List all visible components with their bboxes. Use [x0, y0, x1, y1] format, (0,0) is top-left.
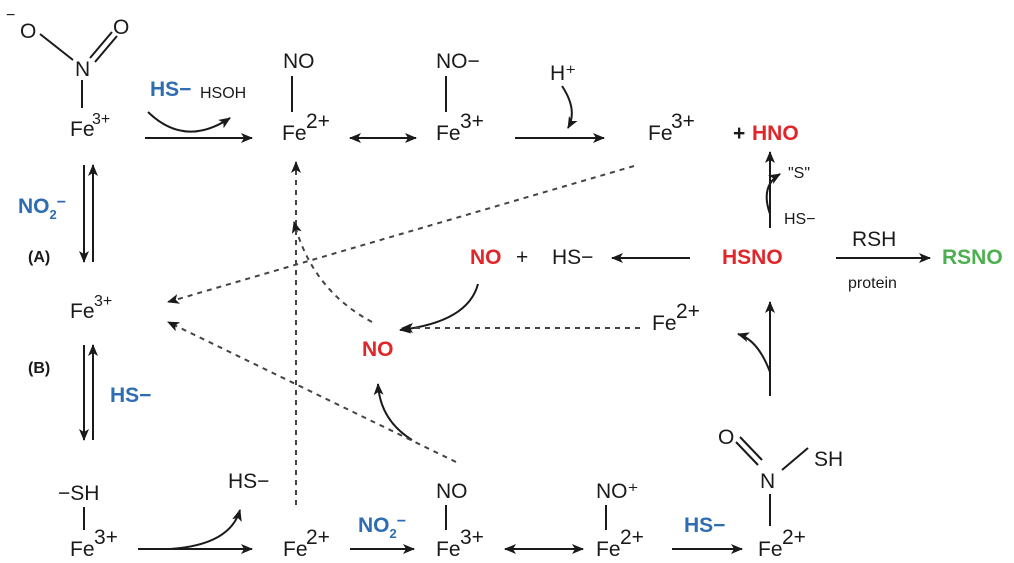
- plus-mid: +: [516, 246, 528, 269]
- curved-arrow-s: [765, 173, 781, 215]
- sh-thionitrite: SH: [814, 448, 843, 471]
- rsno: RSNO: [942, 246, 1003, 269]
- no-minus-top: NO−: [436, 50, 480, 73]
- hsno: HSNO: [722, 246, 783, 269]
- plus-hno: +: [733, 122, 745, 145]
- fe-right-mid-charge: 2+: [676, 300, 700, 323]
- fe2-no-top: NO Fe 2+: [282, 50, 330, 145]
- fe-bottom-4: Fe: [596, 538, 621, 561]
- bond-n-o-double-2: [94, 35, 118, 63]
- fe-top-3-charge: 3+: [460, 110, 484, 133]
- curved-arrow-fe2-release: [737, 332, 771, 373]
- curved-arrow-hs-hsoh: [147, 111, 231, 133]
- fe-top-left-charge: 3+: [92, 111, 110, 128]
- dashed-hno-to-fe3: [167, 165, 635, 304]
- fe-bottom-3: Fe: [436, 538, 461, 561]
- label-a: (A): [28, 249, 50, 266]
- h-plus: H⁺: [550, 62, 576, 85]
- sh-bottom-left: −SH: [58, 482, 99, 505]
- fe-top-3: Fe: [436, 122, 461, 145]
- no-top-fe2: NO: [283, 50, 315, 73]
- curved-arrow-hs-leave: [169, 509, 242, 550]
- fe-bottom-left-charge: 3+: [94, 526, 118, 549]
- fe-hno-charge: 3+: [671, 110, 695, 133]
- s-radical: "S": [788, 165, 810, 182]
- hs-reagent-bottom: HS−: [684, 514, 725, 537]
- fe3-no-minus-top: NO− Fe 3+: [436, 50, 484, 145]
- fe3-sh-complex: −SH Fe 3+: [58, 482, 118, 561]
- fe-top-left: Fe: [70, 118, 95, 141]
- hs-minus-bottom: HS−: [228, 470, 269, 493]
- nitrite-reagent-a: NO2−: [18, 194, 66, 222]
- no-mid: NO: [470, 246, 502, 269]
- fe-bottom-2-charge: 2+: [306, 526, 330, 549]
- protein-label: protein: [848, 275, 897, 292]
- hs-minus-mid: HS−: [552, 246, 593, 269]
- fe-bottom-5-charge: 2+: [782, 526, 806, 549]
- fe-center: Fe: [70, 300, 95, 323]
- hs-reagent-top: HS−: [150, 78, 191, 101]
- nitrite-n: N: [75, 58, 90, 81]
- fe-top-2-charge: 2+: [306, 110, 330, 133]
- bond-o-n-1: [735, 441, 759, 466]
- nitrite-o-left: O: [20, 20, 36, 43]
- o-thionitrite: O: [718, 426, 734, 449]
- fe2-no-plus-bottom: NO⁺ Fe 2+: [596, 480, 644, 561]
- no-bottom-fe3: NO: [436, 480, 468, 503]
- bond-n-o-double-1: [89, 31, 113, 59]
- hno: HNO: [752, 122, 799, 145]
- fe-bottom-3-charge: 3+: [460, 526, 484, 549]
- bond-o-n-2: [739, 436, 763, 461]
- nitrite-reagent-bottom: NO2−: [358, 513, 406, 541]
- bond-o-n: [39, 33, 74, 61]
- fe3-no-bottom: NO Fe 3+: [436, 480, 484, 561]
- curved-arrow-no-bottom: [373, 383, 413, 441]
- dashed-curve-no-to-fe2: [291, 221, 373, 323]
- fe-bottom-2: Fe: [283, 538, 308, 561]
- o-charge: −: [6, 7, 15, 24]
- dashed-bottom-to-fe3: [167, 321, 457, 463]
- fe-hno: Fe: [648, 122, 673, 145]
- curved-arrow-no-mid: [399, 283, 479, 334]
- rsh-label: RSH: [852, 228, 896, 251]
- fe3-nitrite-complex: − O N O Fe 3+: [6, 7, 129, 141]
- fe-top-2: Fe: [282, 122, 307, 145]
- hsoh-product: HSOH: [200, 85, 246, 102]
- fe2-hsno-complex: O N SH Fe 2+: [718, 426, 843, 561]
- curved-arrow-h: [561, 85, 578, 129]
- hs-reagent-b: HS−: [110, 384, 151, 407]
- label-b: (B): [28, 360, 50, 377]
- fe-right-mid: Fe: [652, 312, 677, 335]
- n-thionitrite: N: [760, 470, 775, 493]
- no-center: NO: [362, 338, 394, 361]
- fe-bottom-left: Fe: [70, 538, 95, 561]
- no-plus-bottom: NO⁺: [596, 480, 639, 503]
- hs-minus-small: HS−: [784, 211, 816, 228]
- fe-center-charge: 3+: [94, 293, 112, 310]
- fe-bottom-5: Fe: [758, 538, 783, 561]
- nitrite-o-right: O: [113, 16, 129, 39]
- bond-n-s: [781, 447, 809, 471]
- fe-bottom-4-charge: 2+: [620, 526, 644, 549]
